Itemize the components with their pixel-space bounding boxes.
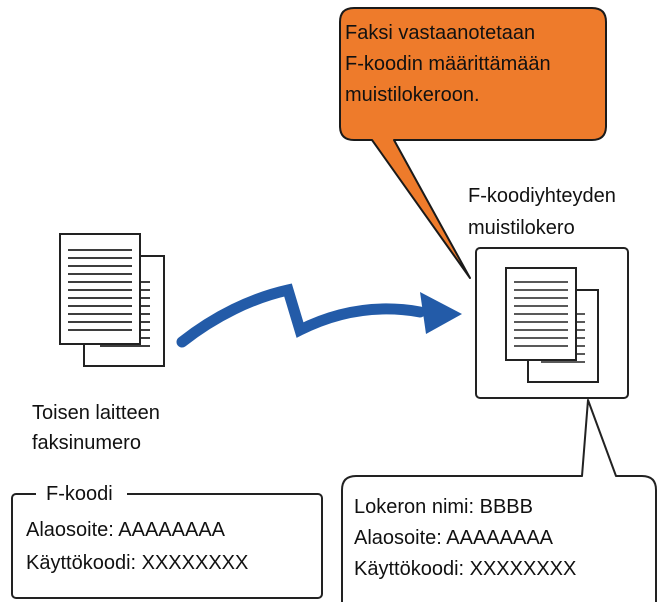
box-info-bubble [341, 399, 657, 602]
fcode-passcode: Käyttökoodi: XXXXXXXX [26, 552, 249, 574]
memory-box-label-line: muistilokero [468, 217, 575, 239]
sender-label-line: Toisen laitteen [32, 402, 160, 424]
sender-document-icon [59, 233, 165, 367]
memory-box-label-line: F-koodiyhteyden [468, 185, 616, 207]
box-passcode: Käyttökoodi: XXXXXXXX [354, 558, 577, 580]
box-info-details: Lokeron nimi: BBBB Alaosoite: AAAAAAAA K… [354, 492, 576, 585]
box-sub-address: Alaosoite: AAAAAAAA [354, 527, 554, 549]
fcode-title: F-koodi [36, 480, 127, 508]
sender-label-line: faksinumero [32, 432, 141, 454]
fcode-box [11, 493, 323, 599]
box-name: Lokeron nimi: BBBB [354, 496, 533, 518]
memory-box [475, 247, 629, 399]
callout-line: F-koodin määrittämään [345, 53, 551, 75]
memory-box-label: F-koodiyhteyden muistilokero [468, 180, 616, 244]
sender-label: Toisen laitteen faksinumero [32, 398, 160, 458]
callout-line: Faksi vastaanotetaan [345, 22, 536, 44]
transmission-arrow-icon [176, 283, 462, 348]
callout-line: muistilokeroon. [345, 84, 480, 106]
fcode-sub-address: Alaosoite: AAAAAAAA [26, 519, 226, 541]
fcode-details: Alaosoite: AAAAAAAA Käyttökoodi: XXXXXXX… [26, 514, 248, 580]
callout-text: Faksi vastaanotetaan F-koodin määrittämä… [345, 18, 551, 111]
callout-bubble [339, 7, 607, 279]
